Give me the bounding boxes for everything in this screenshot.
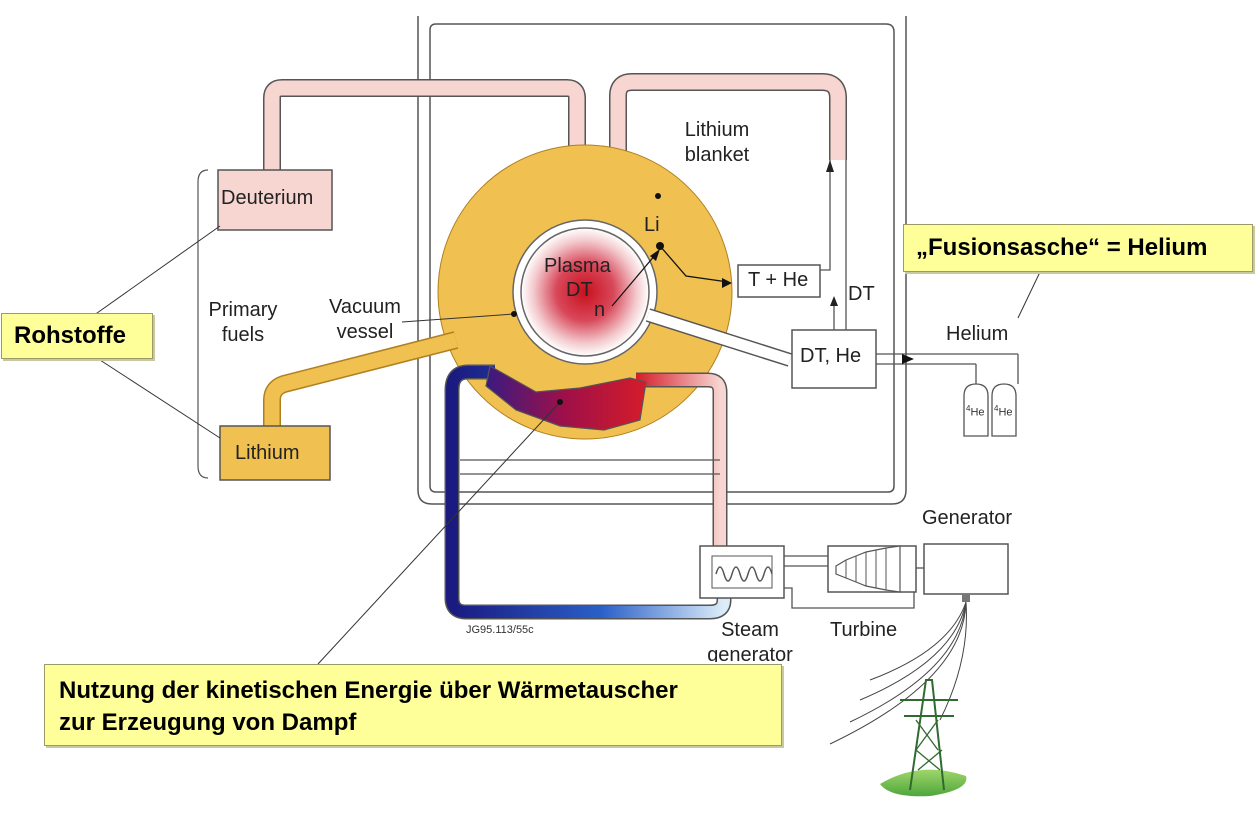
helium-bottles (963, 383, 1017, 437)
raw-materials-brace (197, 169, 209, 479)
steam-coil (715, 566, 773, 582)
turbine-label: Turbine (830, 619, 898, 641)
t-he-label: T + He (748, 269, 809, 291)
building-floor-lines (460, 459, 720, 475)
dt-label: DT (848, 283, 875, 305)
fusionsasche-text: „Fusionsasche“ = Helium (916, 234, 1208, 261)
leader-lines (89, 193, 1041, 665)
power-train (699, 543, 1009, 609)
nutzung-line-2: zur Erzeugung von Dampf (59, 709, 357, 736)
nutzung-line-1: Nutzung der kinetischen Energie über Wär… (59, 677, 678, 704)
dt-he-label: DT, He (800, 345, 862, 367)
lithium-label: Lithium (235, 442, 300, 464)
vacuum-vessel-label: Vacuum vessel (329, 296, 401, 343)
diagram-code: JG95.113/55c (466, 624, 534, 636)
coolant-loop (444, 364, 732, 620)
li-label: Li (644, 214, 660, 236)
lithium-tank (219, 425, 331, 481)
building-enclosure (417, 16, 907, 505)
helium-label: Helium (946, 323, 1009, 345)
lithium-blanket (437, 144, 733, 440)
he4-label-a: 4He (966, 404, 985, 419)
he4-label-b: 4He (994, 404, 1013, 419)
helium-outflow (876, 353, 1019, 384)
exhaust-pipe-lower (645, 308, 793, 367)
exhaust-pipe-upper (609, 73, 847, 240)
steam-generator-label: Steam generator (707, 619, 793, 662)
generator-label: Generator (922, 507, 1013, 529)
rohstoffe-callout: Rohstoffe (1, 313, 153, 359)
turbine-rotor (835, 545, 901, 593)
plasma-dt-label: DT (566, 279, 593, 301)
deuterium-label: Deuterium (221, 187, 314, 209)
deuterium-pipe (263, 79, 586, 238)
generator-box (923, 543, 1009, 595)
lithium-pipe (263, 331, 459, 430)
dt-he-box (791, 329, 877, 389)
power-pylon (829, 601, 967, 797)
t-he-box (737, 264, 821, 298)
deuterium-tank (217, 169, 333, 231)
nutzung-callout: Nutzung der kinetischen Energie über Wär… (44, 664, 782, 746)
tritium-return-lines (820, 160, 847, 330)
rohstoffe-text: Rohstoffe (14, 322, 126, 349)
lithium-blanket-label: Lithium blanket (684, 119, 750, 166)
neutron-label: n (594, 299, 606, 321)
fusionsasche-callout: „Fusionsasche“ = Helium (903, 224, 1253, 272)
tritium-breeding-arrow (611, 242, 732, 307)
plasma-label: Plasma (544, 255, 611, 277)
primary-fuels-label: Primary fuels (208, 299, 278, 346)
